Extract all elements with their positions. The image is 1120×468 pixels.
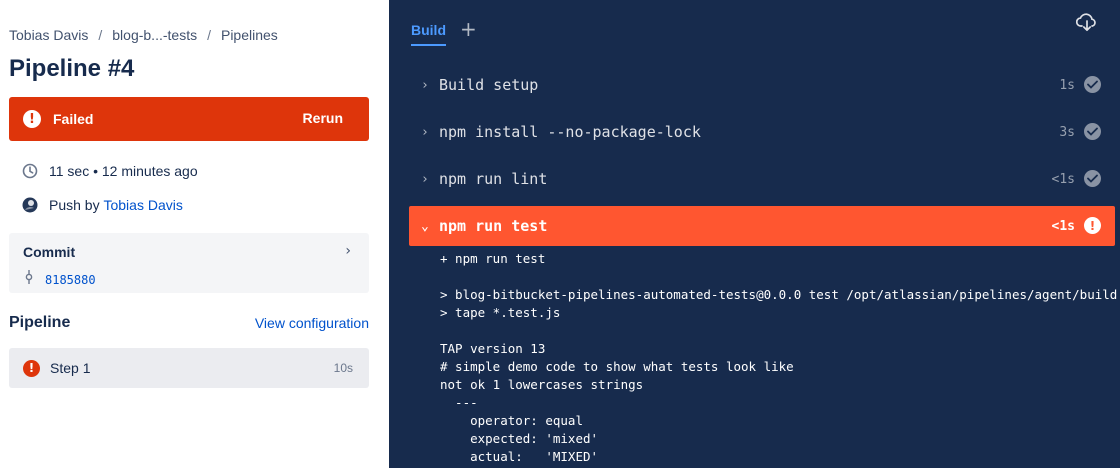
breadcrumb-user[interactable]: Tobias Davis [9, 27, 89, 43]
log-section-npm-lint[interactable]: › npm run lint <1s [409, 159, 1115, 199]
log-section-npm-install[interactable]: › npm install --no-package-lock 3s [409, 112, 1115, 152]
breadcrumb-repo[interactable]: blog-b...-tests [112, 27, 198, 43]
commit-hash-link[interactable]: 8185880 [45, 272, 96, 287]
duration-text: 11 sec • 12 minutes ago [49, 163, 198, 179]
log-line: not ok 1 lowercases strings [440, 377, 644, 392]
rerun-button[interactable]: Rerun [302, 110, 343, 126]
log-line [440, 268, 1117, 286]
section-duration: 1s [1059, 77, 1075, 93]
clock-icon [22, 163, 38, 179]
section-label: npm run test [439, 217, 548, 235]
status-banner: ! Failed Rerun [9, 97, 369, 141]
section-duration: <1s [1051, 218, 1075, 234]
build-log-panel: Build + › Build setup 1s › npm install -… [389, 0, 1120, 468]
trigger-user-link[interactable]: Tobias Davis [103, 197, 183, 213]
log-line: # simple demo code to show what tests lo… [440, 359, 794, 374]
error-icon: ! [23, 110, 41, 128]
log-line: > blog-bitbucket-pipelines-automated-tes… [440, 287, 1118, 302]
duration-row: 11 sec • 12 minutes ago [22, 163, 198, 179]
chevron-down-icon: ⌄ [421, 218, 429, 234]
log-line: actual: 'MIXED' [440, 449, 599, 464]
log-line: TAP version 13 [440, 341, 546, 356]
step-item[interactable]: ! Step 1 10s [9, 348, 369, 388]
log-line: > tape *.test.js [440, 305, 561, 320]
commit-card[interactable]: Commit › 8185880 [9, 233, 369, 293]
log-line: + npm run test [440, 251, 546, 266]
breadcrumb: Tobias Davis/blog-b...-tests/Pipelines [9, 27, 278, 43]
pipeline-section-title: Pipeline [9, 314, 71, 331]
step-label: Step 1 [50, 360, 91, 376]
check-icon [1084, 76, 1101, 93]
trigger-prefix: Push by [49, 197, 100, 213]
section-label: Build setup [439, 76, 539, 94]
error-icon: ! [23, 359, 40, 377]
chevron-right-icon: › [345, 243, 351, 259]
commit-icon [25, 270, 33, 289]
log-line: --- [440, 395, 478, 410]
view-configuration-link[interactable]: View configuration [254, 315, 369, 331]
step-duration: 10s [333, 361, 353, 375]
log-line: expected: 'mixed' [440, 431, 599, 446]
breadcrumb-pipelines[interactable]: Pipelines [220, 27, 278, 43]
tab-build[interactable]: Build [411, 22, 446, 46]
chevron-right-icon: › [421, 171, 429, 187]
log-section-npm-test[interactable]: ⌄ npm run test <1s ! [409, 206, 1115, 246]
log-line [440, 322, 1117, 340]
pipeline-summary-panel: Tobias Davis/blog-b...-tests/Pipelines P… [0, 0, 389, 468]
chevron-right-icon: › [421, 124, 429, 140]
cloud-download-icon[interactable] [1075, 12, 1098, 32]
chevron-right-icon: › [421, 77, 429, 93]
section-duration: <1s [1051, 171, 1075, 187]
check-icon [1084, 170, 1101, 187]
section-duration: 3s [1059, 124, 1075, 140]
status-label: Failed [53, 111, 94, 127]
add-tab-button[interactable]: + [460, 17, 477, 41]
commit-label: Commit [23, 244, 76, 260]
error-icon: ! [1084, 217, 1101, 234]
log-line: operator: equal [440, 413, 583, 428]
trigger-row: Push by Tobias Davis [22, 197, 183, 213]
section-label: npm run lint [439, 170, 548, 188]
page-title: Pipeline #4 [9, 55, 135, 82]
log-section-build-setup[interactable]: › Build setup 1s [409, 65, 1115, 105]
log-output: + npm run test > blog-bitbucket-pipeline… [440, 250, 1117, 466]
check-icon [1084, 123, 1101, 140]
section-label: npm install --no-package-lock [439, 123, 701, 141]
avatar [22, 197, 38, 213]
